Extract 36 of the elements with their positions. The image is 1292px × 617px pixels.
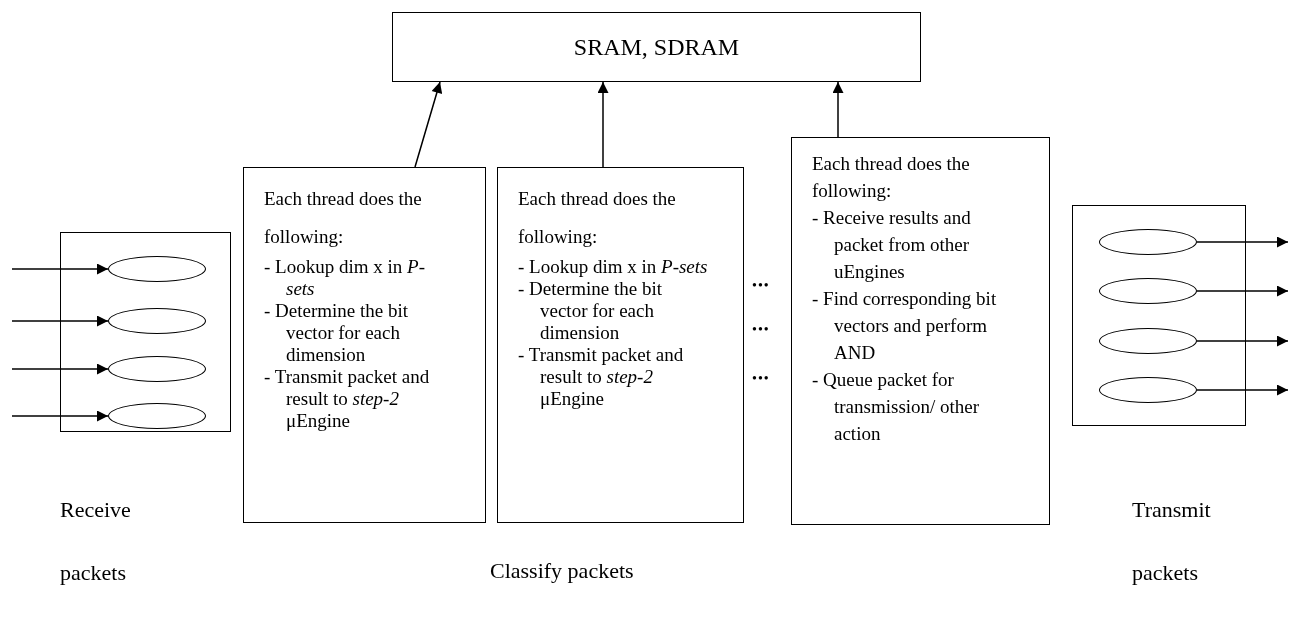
step-text: - Determine the bit vector for each dimension: [518, 278, 664, 344]
ellipsis-dots: •••: [752, 322, 770, 338]
thread-heading: Each thread does the following:: [518, 187, 677, 249]
caption: Classify packets: [490, 558, 634, 584]
memory-label: SRAM, SDRAM: [573, 33, 740, 61]
node-label: Transmit packets: [1132, 496, 1212, 587]
arrow: [1196, 236, 1289, 248]
step-text: - Transmit packet and result to step-2 μEngine: [264, 366, 431, 432]
step-text: - Transmit packet and result to step-2 μEngine: [518, 344, 685, 410]
thread-heading: Each thread does the following:: [264, 187, 423, 249]
arrow: [832, 81, 844, 138]
thread-box: [791, 137, 1050, 525]
step-text: - Find corresponding bit vectors and perform AND: [812, 287, 998, 365]
thread-heading: Each thread does the following:: [812, 152, 971, 203]
memory-box: [392, 12, 921, 82]
ellipsis-dots: •••: [752, 371, 770, 387]
step-text: - Determine the bit vector for each dimension: [264, 300, 410, 366]
arrow: [11, 263, 109, 275]
node-label: Receive packets: [60, 496, 132, 587]
arrow: [11, 410, 109, 422]
arrow: [1196, 384, 1289, 396]
arrow: [1196, 335, 1289, 347]
thread-box: [243, 167, 486, 523]
step-text: - Queue packet for transmission/ other action: [812, 368, 981, 446]
arrow: [11, 363, 109, 375]
arrow: [414, 81, 443, 168]
arrow: [1196, 285, 1289, 297]
arrow: [11, 315, 109, 327]
step-text: - Receive results and packet from other uEngines: [812, 206, 972, 284]
packet-queue-box: [1072, 205, 1246, 426]
packet-queue-box: [60, 232, 231, 432]
step-text: - Lookup dim x in P-sets: [518, 256, 709, 278]
step-text: - Lookup dim x in P-sets: [264, 256, 426, 300]
arrow: [597, 81, 609, 168]
ellipsis-dots: •••: [752, 278, 770, 294]
thread-box: [497, 167, 744, 523]
